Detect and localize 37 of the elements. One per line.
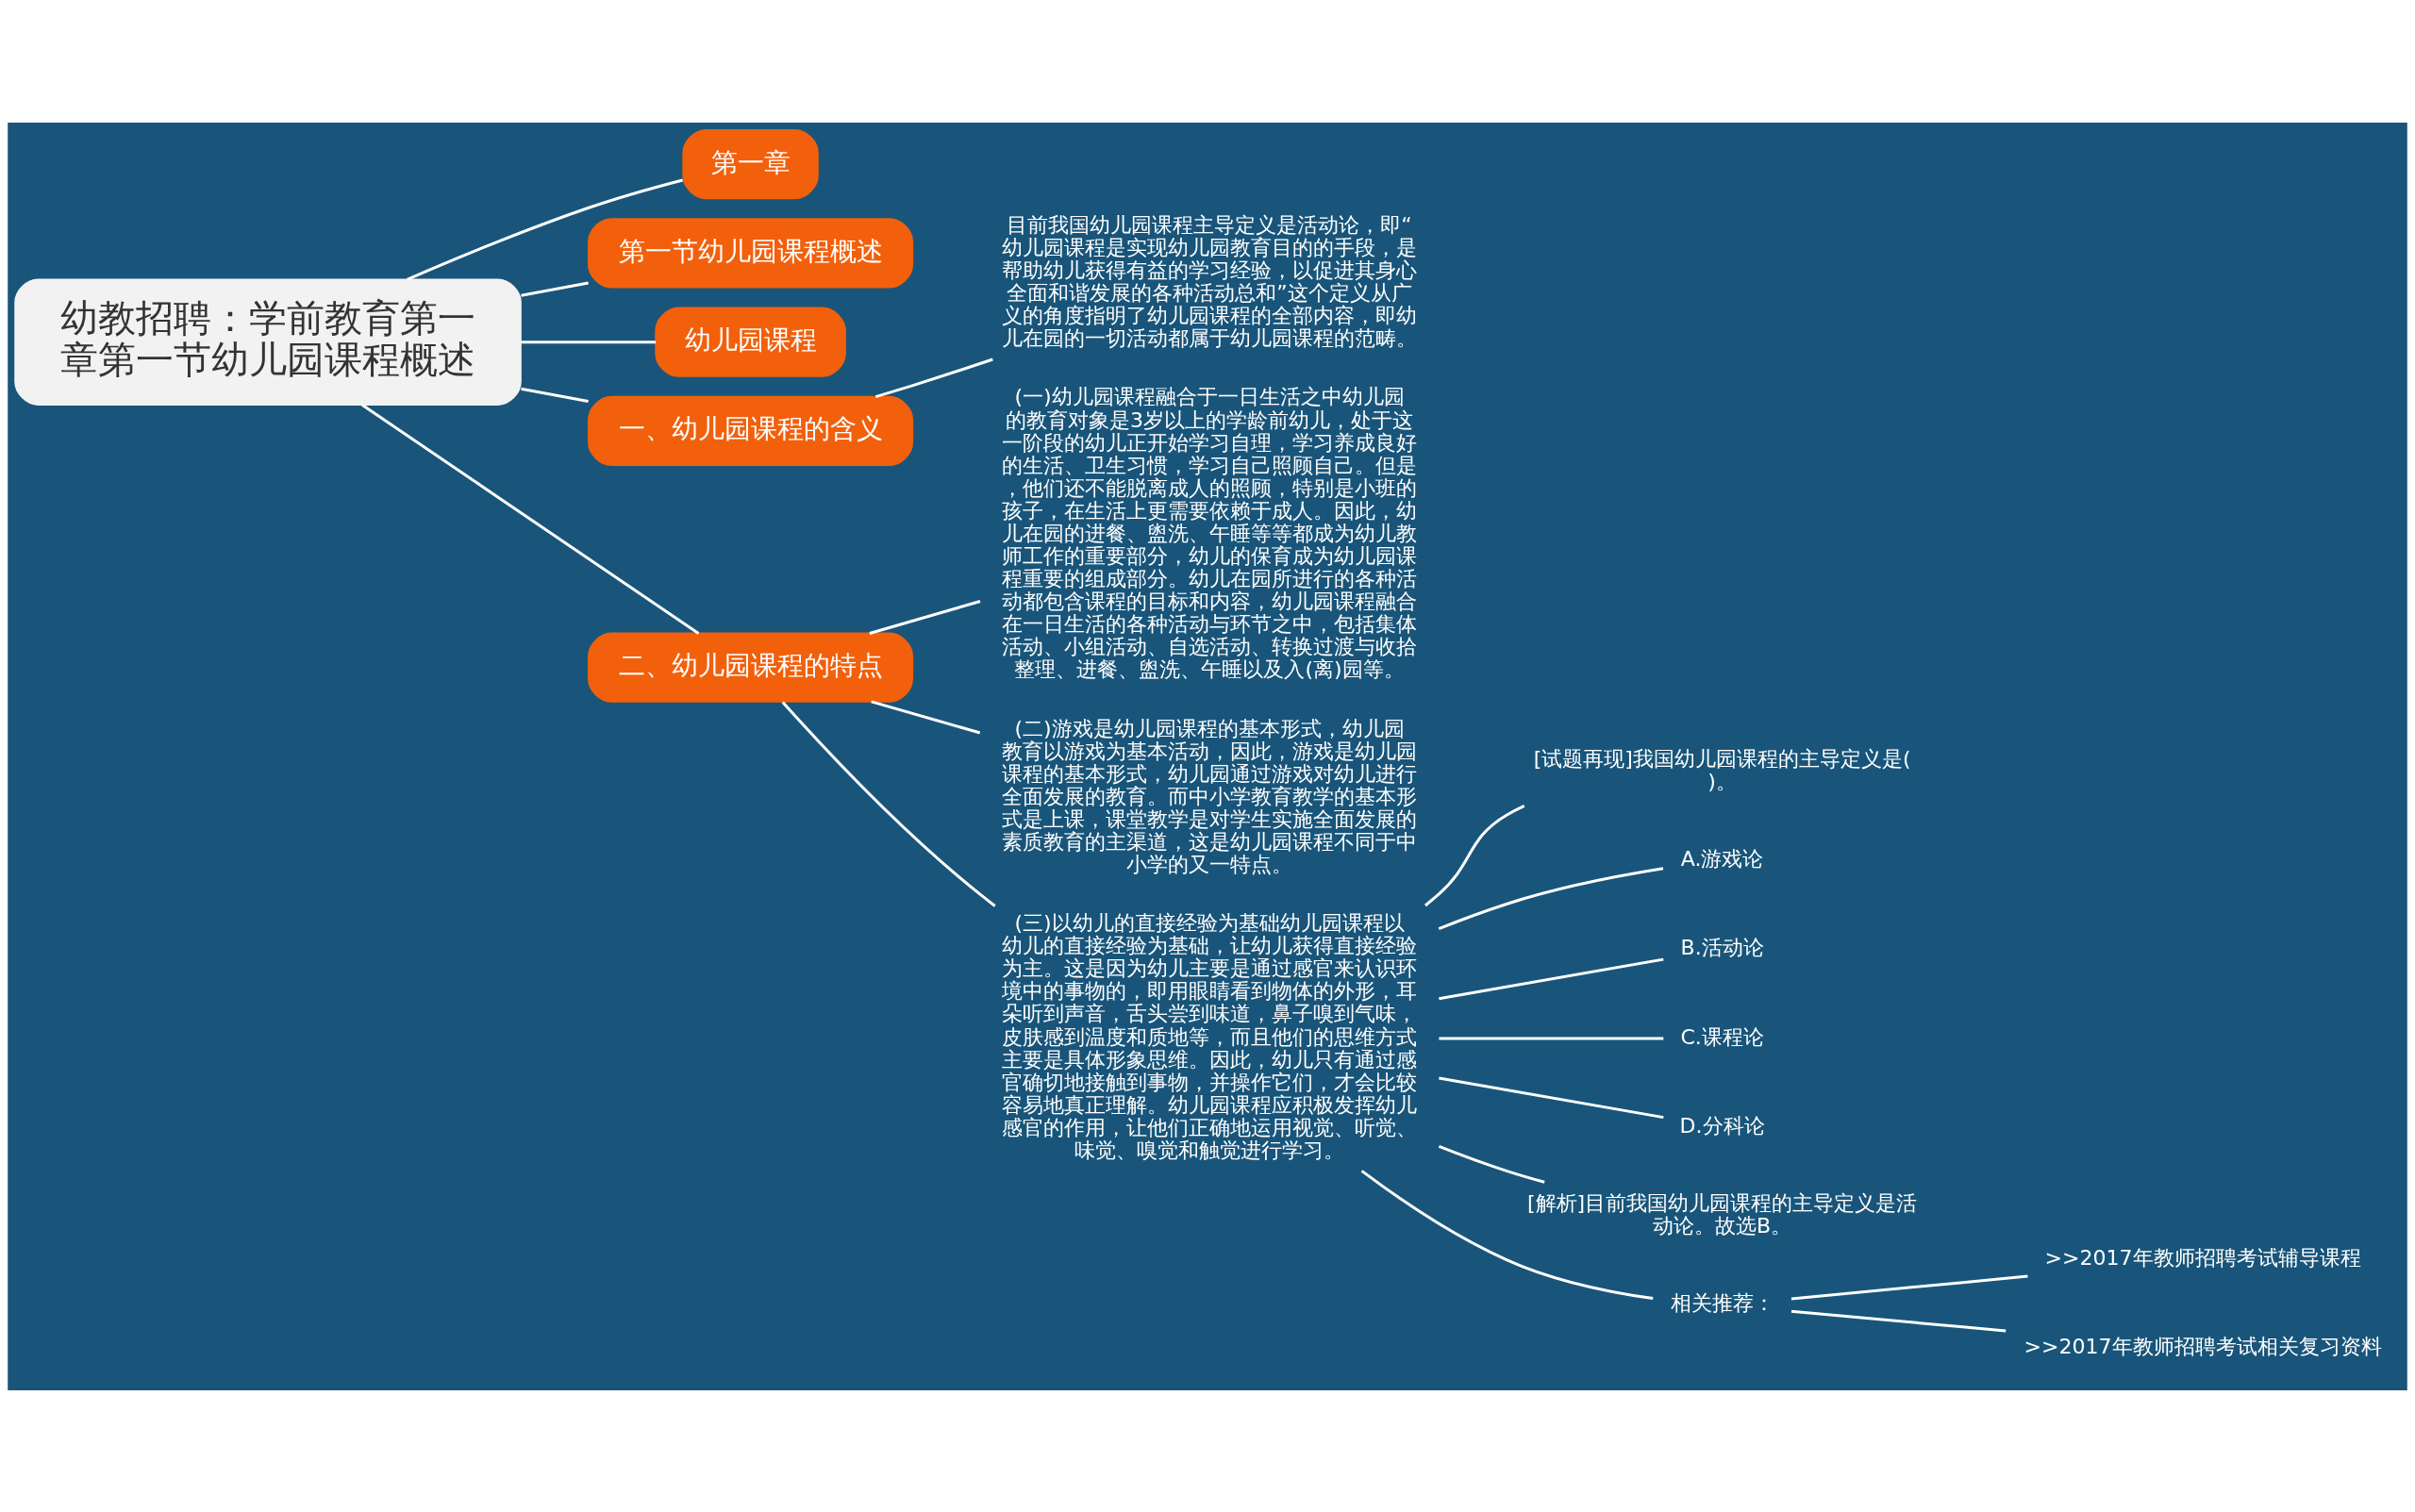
connector — [1790, 1274, 2028, 1300]
node-text: (三)以幼儿的直接经验为基础幼儿园课程以幼儿的直接经验为基础，让幼儿获得直接经验为主。这是因为幼儿主要是通过感官来认识环境中的事物的，即用眼睛看到物体的外形，耳朵听到声音，舌头尝到味道，鼻子嗅到气味，皮肤感到温度和质地等，而且他们的思维方式主要是具体形象思维。因此，幼儿只有通过感官确切地接触到事物，并操作它们，才会比较容易地真正理解。幼儿园课程应积极发挥幼儿感官的作用，让他们正确地运用视觉、听觉、味觉、嗅觉和触觉进行学习。 — [1002, 910, 1418, 1162]
node-text: [解析]目前我国幼儿园课程的主导定义是活动论。故选B。 — [1527, 1190, 1918, 1238]
connector — [521, 281, 589, 297]
connector — [871, 699, 981, 734]
node-text: 相关推荐： — [1670, 1290, 1774, 1315]
node-text: A.游戏论 — [1680, 846, 1764, 871]
node-text: >>2017年教师招聘考试相关复习资料 — [2024, 1334, 2382, 1358]
node-box: 一、幼儿园课程的含义 — [588, 395, 914, 466]
connector — [521, 387, 589, 403]
node-text: >>2017年教师招聘考试辅导课程 — [2044, 1245, 2361, 1270]
connector — [1790, 1309, 2007, 1332]
connector — [1439, 1036, 1664, 1039]
connector — [407, 177, 684, 281]
connector — [1360, 1169, 1654, 1300]
node-box: 第一节幼儿园课程概述 — [588, 217, 914, 289]
node-box: 第一章 — [682, 128, 819, 199]
connector — [1439, 1076, 1664, 1119]
node-text: (二)游戏是幼儿园课程的基本形式，幼儿园教育以游戏为基本活动，因此，游戏是幼儿园课程的基本形式，幼儿园通过游戏对幼儿进行全面发展的教育。而中小学教育教学的基本形式是上课，课堂教学是对学生实施全面发展的素质教育的主渠道，这是幼儿园课程不同于中小学的又一特点。 — [1002, 716, 1418, 876]
node-box: 幼教招聘：学前教育第一章第一节幼儿园课程概述 — [14, 278, 522, 406]
connector — [361, 403, 700, 635]
node-text: D.分科论 — [1679, 1113, 1765, 1138]
node-text: [试题再现]我国幼儿园课程的主导定义是()。 — [1533, 746, 1911, 793]
connector — [869, 599, 981, 635]
node-box: 幼儿园课程 — [655, 307, 846, 377]
connector — [1438, 1144, 1545, 1184]
connector — [1439, 957, 1664, 1000]
node-text: B.活动论 — [1680, 935, 1764, 959]
connector — [1438, 866, 1664, 930]
connector — [781, 701, 996, 907]
node-text: (一)幼儿园课程融合于一日生活之中幼儿园的教育对象是3岁以上的学龄前幼儿，处于这一阶段的幼儿正开始学习自理，学习养成良好的生活、卫生习惯，学习自己照顾自己。但是，他们还不能脱离成人的照顾，特别是小班的孩子，在生活上更需要依赖于成人。因此，幼儿在园的进餐、盥洗、午睡等等都成为幼儿教师工作的重要部分，幼儿的保育成为幼儿园课程重要的组成部分。幼儿在园所进行的各种活动都包含课程的目标和内容，幼儿园课程融合在一日生活的各种活动与环节之中，包括集体活动、小组活动、自选活动、转换过渡与收拾整理、进餐、盥洗、午睡以及入(离)园等。 — [1002, 384, 1418, 681]
node-box: 二、幼儿园课程的特点 — [588, 632, 914, 703]
connector — [1424, 804, 1525, 906]
node-text: 目前我国幼儿园课程主导定义是活动论，即“幼儿园课程是实现幼儿园教育目的的手段，是帮助幼儿获得有益的学习经验，以促进其身心全面和谐发展的各种活动总和”这个定义从广义的角度指明了幼儿园课程的全部内容，即幼儿在园的一切活动都属于幼儿园课程的范畴。 — [1002, 212, 1418, 350]
node-text: C.课程论 — [1680, 1024, 1764, 1049]
connector — [521, 340, 657, 343]
connector — [874, 357, 993, 398]
